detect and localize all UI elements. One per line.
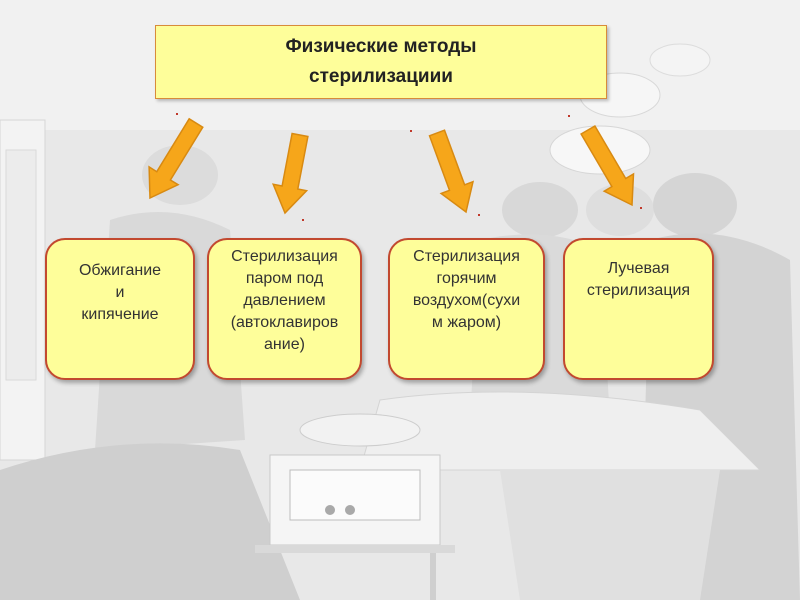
- method-box-hot-air: Стерилизация горячим воздухом(сухи м жар…: [388, 238, 545, 380]
- method-label: Лучевая стерилизация: [586, 260, 691, 299]
- handle-dot: [302, 219, 304, 221]
- diagram-title: Физические методы стерилизациии: [285, 36, 477, 87]
- handle-dot: [478, 214, 480, 216]
- arrow-to-radiation-icon: [580, 124, 635, 207]
- arrow-to-burning-icon: [148, 117, 204, 200]
- method-label: Стерилизация горячим воздухом(сухи м жар…: [412, 248, 521, 331]
- method-box-steam-pressure: Стерилизация паром под давлением (автокл…: [207, 238, 362, 380]
- method-label: Стерилизация паром под давлением (автокл…: [230, 248, 339, 353]
- title-box: Физические методы стерилизациии: [155, 25, 607, 99]
- handle-dot: [176, 113, 178, 115]
- handle-dot: [568, 115, 570, 117]
- handle-dot: [410, 130, 412, 132]
- method-label: Обжигание и кипячение: [78, 262, 162, 323]
- handle-dot: [640, 207, 642, 209]
- arrow-to-hot-air-icon: [428, 129, 475, 214]
- method-box-burning-boiling: Обжигание и кипячение: [45, 238, 195, 380]
- method-box-radiation: Лучевая стерилизация: [563, 238, 714, 380]
- arrow-to-steam-icon: [271, 132, 309, 215]
